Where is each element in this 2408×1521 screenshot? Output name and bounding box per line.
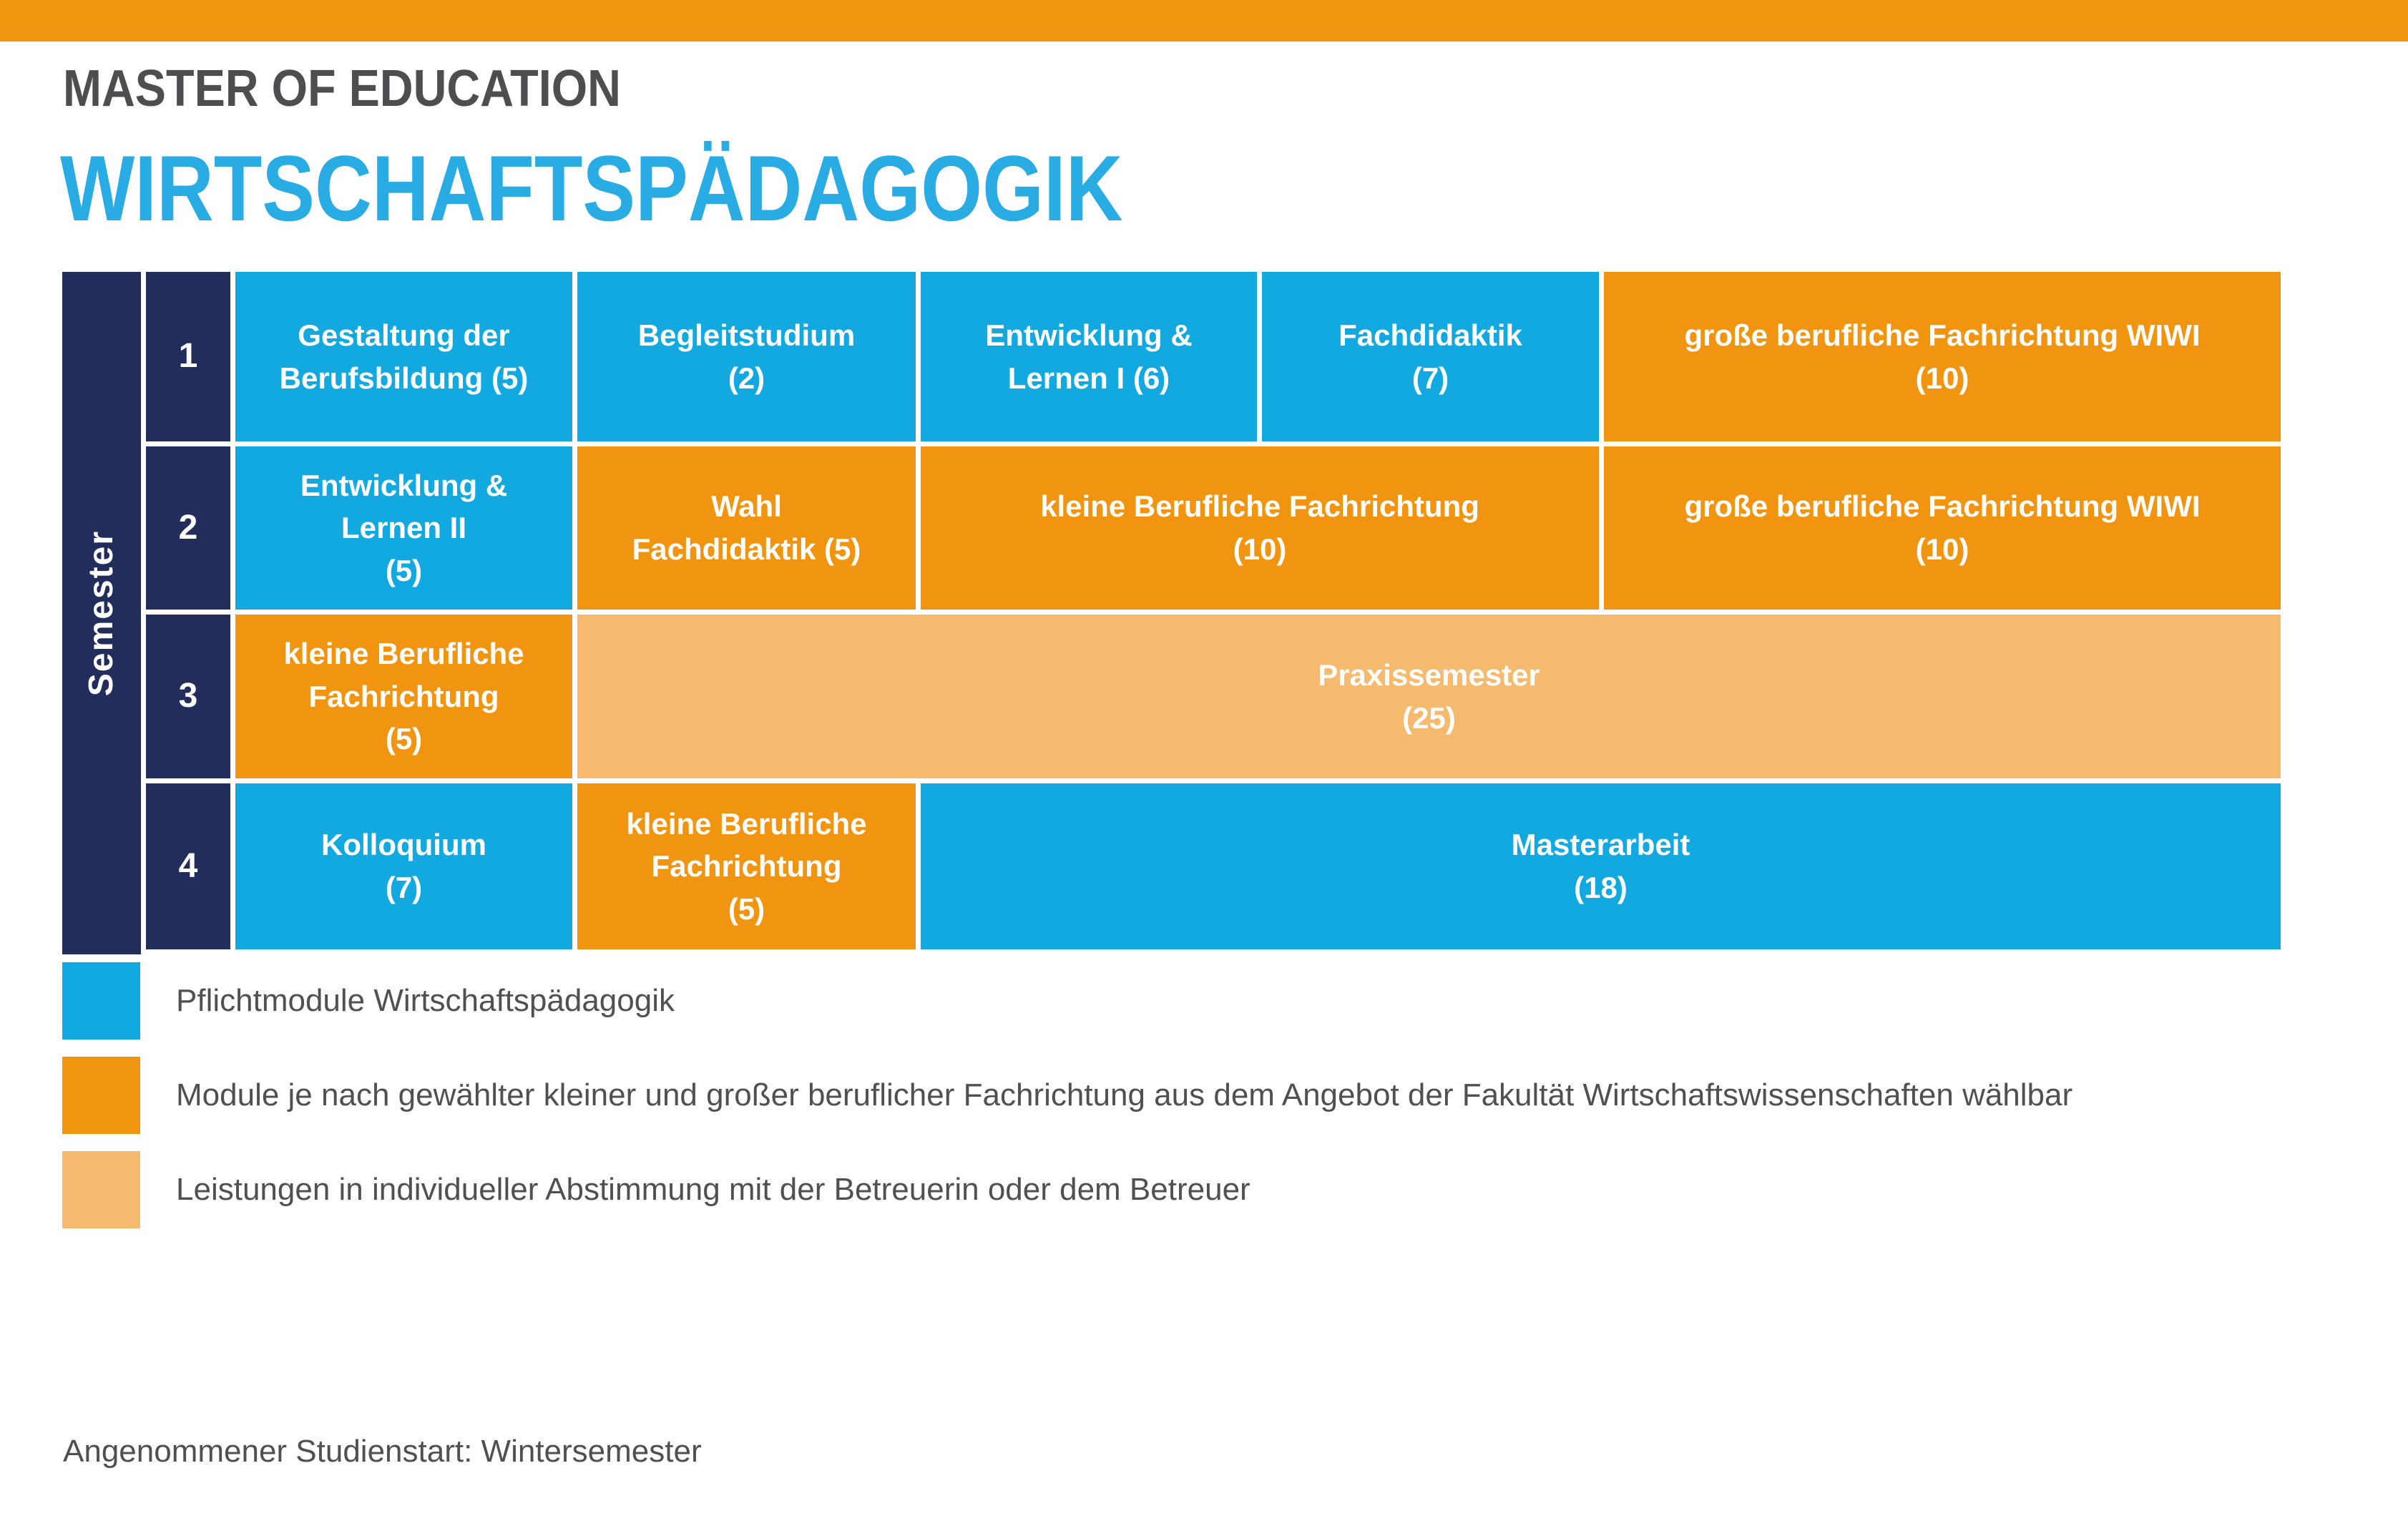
module-cell-kleine-fachrichtung-sem4: kleine Berufliche Fachrichtung (5) (577, 783, 916, 949)
page-title-text: WIRTSCHAFTSPÄDAGOGIK (60, 136, 1123, 240)
semester-number-4: 4 (146, 783, 230, 949)
legend: Pflichtmodule Wirtschaftspädagogik Modul… (62, 962, 2072, 1228)
curriculum-table: Semester 1 2 3 4 Gestaltung der Berufsbi… (62, 272, 2281, 954)
legend-item-individuell: Leistungen in individueller Abstimmung m… (62, 1151, 2072, 1228)
module-cell-entwicklung-lernen-1: Entwicklung & Lernen I (6) (921, 272, 1257, 441)
degree-eyebrow: MASTER OF EDUCATION (63, 63, 683, 114)
legend-label-wahlmodule: Module je nach gewählter kleiner und gro… (176, 1077, 2073, 1112)
module-cell-praxissemester: Praxissemester (25) (577, 615, 2281, 778)
legend-swatch-wahlmodule (62, 1057, 140, 1134)
footnote: Angenommener Studienstart: Wintersemeste… (63, 1434, 702, 1469)
module-cell-entwicklung-lernen-2: Entwicklung & Lernen II (5) (235, 446, 572, 610)
module-cell-grosse-fachrichtung-sem2: große berufliche Fachrichtung WIWI (10) (1604, 446, 2281, 610)
semester-axis-cell: Semester (62, 272, 141, 954)
module-cell-gestaltung-berufsbildung: Gestaltung der Berufsbildung (5) (235, 272, 572, 441)
module-cell-grosse-fachrichtung-sem1: große berufliche Fachrichtung WIWI (10) (1604, 272, 2281, 441)
module-cell-kleine-fachrichtung-sem3: kleine Berufliche Fachrichtung (5) (235, 615, 572, 778)
legend-swatch-pflichtmodule (62, 962, 140, 1040)
legend-label-individuell: Leistungen in individueller Abstimmung m… (176, 1172, 1251, 1207)
module-cell-kleine-fachrichtung-sem2: kleine Berufliche Fachrichtung (10) (921, 446, 1599, 610)
top-accent-bar (0, 0, 2408, 41)
legend-item-pflichtmodule: Pflichtmodule Wirtschaftspädagogik (62, 962, 2072, 1040)
legend-swatch-individuell (62, 1151, 140, 1228)
module-cell-kolloquium: Kolloquium (7) (235, 783, 572, 949)
semester-number-3: 3 (146, 615, 230, 778)
semester-number-2: 2 (146, 446, 230, 610)
semester-axis-label: Semester (82, 529, 120, 697)
module-cell-fachdidaktik: Fachdidaktik (7) (1262, 272, 1599, 441)
module-cell-wahl-fachdidaktik: Wahl Fachdidaktik (5) (577, 446, 916, 610)
legend-label-pflichtmodule: Pflichtmodule Wirtschaftspädagogik (176, 983, 675, 1018)
module-cell-masterarbeit: Masterarbeit (18) (921, 783, 2281, 949)
page-title: WIRTSCHAFTSPÄDAGOGIK (60, 142, 1311, 235)
semester-number-1: 1 (146, 272, 230, 441)
degree-eyebrow-text: MASTER OF EDUCATION (63, 60, 621, 117)
legend-item-wahlmodule: Module je nach gewählter kleiner und gro… (62, 1057, 2072, 1134)
module-cell-begleitstudium: Begleitstudium (2) (577, 272, 916, 441)
